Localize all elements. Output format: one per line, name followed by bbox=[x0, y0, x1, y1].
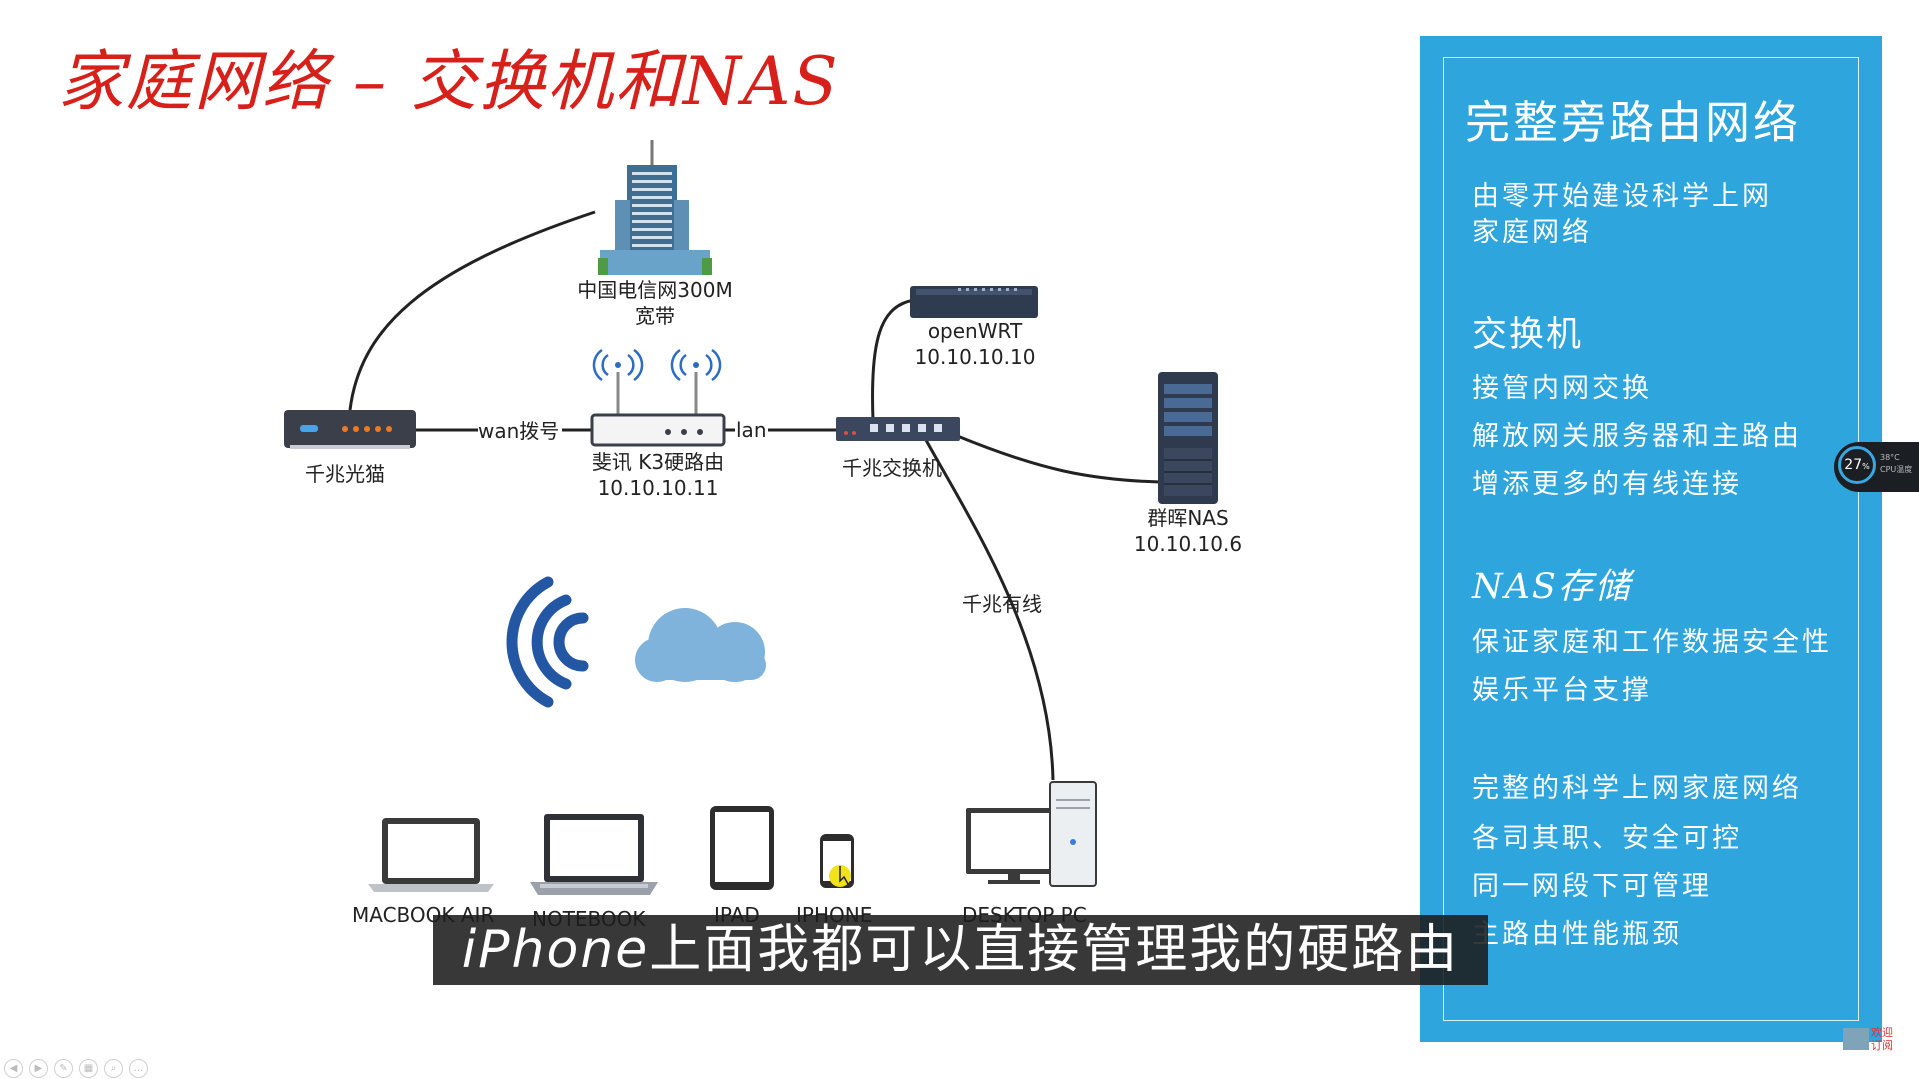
openwrt-link bbox=[871, 298, 916, 421]
nas-section-item: 娱乐平台支撑 bbox=[1472, 675, 1652, 706]
summary-item: 同一网段下可管理 bbox=[1472, 871, 1712, 902]
isp-label-line2: 宽带 bbox=[635, 304, 675, 328]
cpu-temp-value: 38°C bbox=[1880, 453, 1900, 462]
cloud-icon bbox=[635, 608, 766, 682]
video-subtitle: iPhone上面我都可以直接管理我的硬路由 bbox=[433, 915, 1488, 985]
desktop-link bbox=[924, 439, 1055, 781]
router-label-line2: 10.10.10.11 bbox=[597, 476, 719, 500]
network-diagram bbox=[284, 140, 1218, 895]
nas-section-item: 保证家庭和工作数据安全性 bbox=[1472, 627, 1832, 658]
logo-text-line1: 欢迎 bbox=[1871, 1026, 1893, 1039]
summary-item: 完整的科学上网家庭网络 bbox=[1472, 773, 1802, 804]
notebook-icon bbox=[530, 814, 658, 895]
wifi-icon bbox=[506, 576, 589, 708]
logo-text-line2: 订阅 bbox=[1871, 1039, 1893, 1052]
page-title: 家庭网络 – 交换机和NAS bbox=[58, 43, 840, 120]
openwrt-label-line1: openWRT bbox=[927, 319, 1023, 343]
cpu-usage-ring: 27% bbox=[1838, 446, 1876, 484]
iphone-icon bbox=[820, 834, 854, 888]
switch-section-item: 增添更多的有线连接 bbox=[1472, 469, 1742, 500]
lan-link-label: lan bbox=[736, 418, 767, 442]
ipad-icon bbox=[710, 806, 774, 890]
switch-label: 千兆交换机 bbox=[842, 456, 942, 480]
isp-label: 中国电信网300M 宽带 bbox=[555, 277, 755, 329]
switch-section-heading: 交换机 bbox=[1472, 315, 1584, 355]
switch-section-item: 接管内网交换 bbox=[1472, 373, 1652, 404]
desktop-pc-icon bbox=[966, 781, 1097, 887]
subtitle-text: 上面我都可以直接管理我的硬路由 bbox=[649, 920, 1460, 980]
panel-intro-line1: 由零开始建设科学上网 bbox=[1472, 181, 1772, 212]
cpu-usage-unit: % bbox=[1862, 462, 1870, 471]
nas-link bbox=[954, 433, 1161, 484]
panel-intro-line2: 家庭网络 bbox=[1472, 217, 1592, 248]
nas-label-line2: 10.10.10.6 bbox=[1133, 532, 1243, 556]
switch-section-item: 解放网关服务器和主路由 bbox=[1472, 421, 1802, 452]
macbook-icon bbox=[368, 818, 494, 892]
cpu-temp-caption: CPU温度 bbox=[1880, 465, 1913, 474]
subtitle-italic-part: iPhone bbox=[461, 920, 650, 980]
cpu-temp-widget[interactable]: 27% 38°C CPU温度 bbox=[1834, 442, 1919, 492]
building-icon bbox=[598, 140, 712, 275]
cpu-usage-value: 27 bbox=[1844, 457, 1863, 473]
wired-link-label: 千兆有线 bbox=[962, 592, 1042, 616]
info-panel: 完整旁路由网络 由零开始建设科学上网 家庭网络 交换机 接管内网交换 解放网关服… bbox=[1420, 36, 1882, 1042]
cpu-temp-text: 38°C CPU温度 bbox=[1880, 452, 1912, 476]
router-label-line1: 斐讯 K3硬路由 bbox=[591, 450, 725, 474]
nas-server-icon bbox=[1158, 372, 1218, 504]
wan-link-label: wan拨号 bbox=[478, 419, 560, 443]
openwrt-label: openWRT 10.10.10.10 bbox=[895, 318, 1055, 370]
router-label: 斐讯 K3硬路由 10.10.10.11 bbox=[560, 449, 756, 501]
prev-slide-icon[interactable]: ◀ bbox=[4, 1059, 23, 1078]
next-slide-icon[interactable]: ▶ bbox=[29, 1059, 48, 1078]
more-options-icon[interactable]: … bbox=[129, 1059, 148, 1078]
nas-label: 群晖NAS 10.10.10.6 bbox=[1108, 505, 1268, 557]
zoom-icon[interactable]: ⌕ bbox=[104, 1059, 123, 1078]
openwrt-device-icon bbox=[910, 286, 1038, 318]
logo-thumbnail bbox=[1843, 1028, 1869, 1050]
isp-label-line1: 中国电信网300M bbox=[577, 278, 733, 302]
switch-icon bbox=[836, 417, 960, 441]
pen-icon[interactable]: ✎ bbox=[54, 1059, 73, 1078]
openwrt-label-line2: 10.10.10.10 bbox=[914, 345, 1036, 369]
slides-grid-icon[interactable]: ▦ bbox=[79, 1059, 98, 1078]
logo-text: 欢迎 订阅 bbox=[1871, 1026, 1893, 1052]
nas-section-heading: NAS存储 bbox=[1472, 567, 1632, 607]
panel-heading: 完整旁路由网络 bbox=[1465, 96, 1802, 149]
modem-icon bbox=[284, 410, 416, 449]
presentation-controls: ◀ ▶ ✎ ▦ ⌕ … bbox=[4, 1056, 154, 1078]
summary-item: 主路由性能瓶颈 bbox=[1472, 919, 1682, 950]
summary-item: 各司其职、安全可控 bbox=[1472, 823, 1742, 854]
router-icon bbox=[590, 348, 726, 447]
fiber-link bbox=[348, 210, 596, 411]
modem-label: 千兆光猫 bbox=[305, 462, 385, 486]
subscribe-logo: 欢迎 订阅 bbox=[1843, 1024, 1903, 1054]
nas-label-line1: 群晖NAS bbox=[1147, 506, 1229, 530]
info-panel-frame bbox=[1443, 57, 1859, 1021]
